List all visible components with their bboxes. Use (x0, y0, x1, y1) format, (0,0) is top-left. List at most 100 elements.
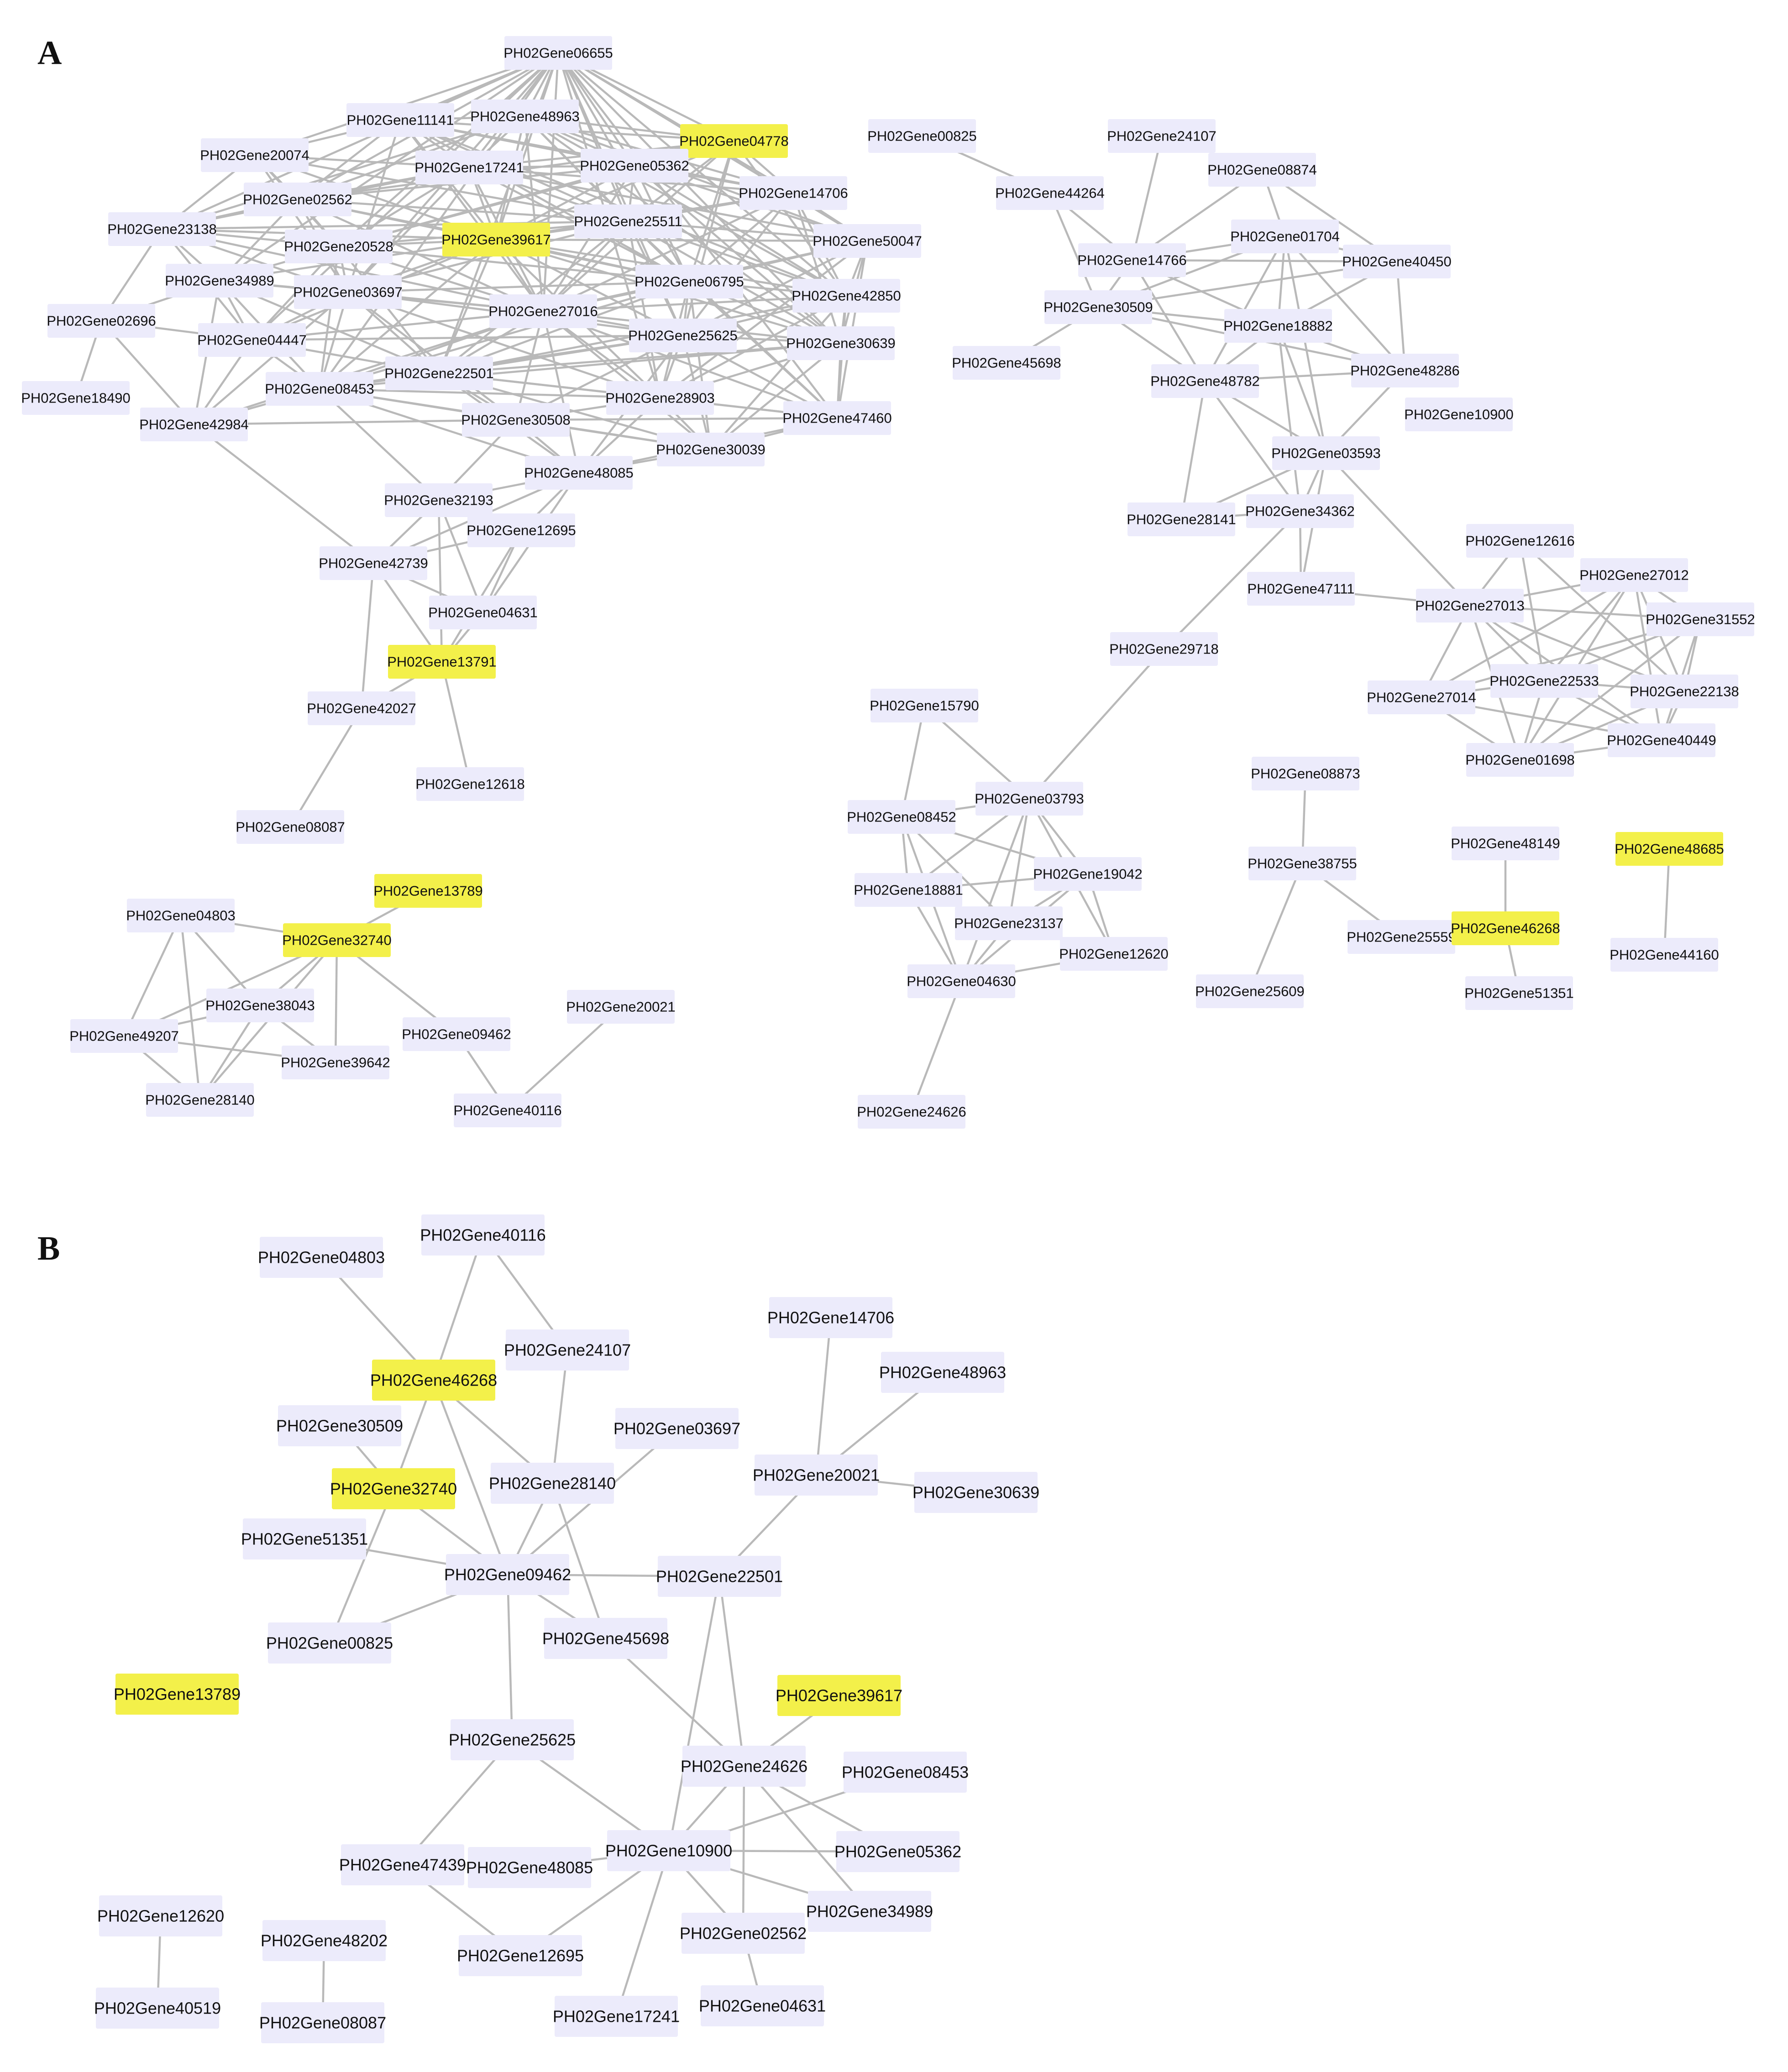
gene-node-a-34362[interactable]: PH02Gene34362 (1245, 494, 1355, 528)
gene-node-a-42739[interactable]: PH02Gene42739 (319, 546, 428, 580)
gene-node-a-28141[interactable]: PH02Gene28141 (1127, 502, 1236, 536)
gene-node-a-24626[interactable]: PH02Gene24626 (857, 1095, 966, 1129)
gene-node-a-01704[interactable]: PH02Gene01704 (1230, 220, 1340, 253)
gene-node-b-14706[interactable]: PH02Gene14706 (767, 1297, 894, 1338)
gene-node-a-27013[interactable]: PH02Gene27013 (1415, 589, 1525, 623)
gene-node-a-08087[interactable]: PH02Gene08087 (236, 810, 345, 844)
gene-node-a-20528[interactable]: PH02Gene20528 (284, 230, 393, 263)
gene-node-a-30508[interactable]: PH02Gene30508 (461, 403, 571, 437)
gene-node-a-15790[interactable]: PH02Gene15790 (870, 689, 979, 722)
gene-node-b-24626[interactable]: PH02Gene24626 (681, 1746, 807, 1787)
gene-node-a-23137[interactable]: PH02Gene23137 (954, 906, 1064, 940)
gene-node-b-04631[interactable]: PH02Gene04631 (699, 1985, 826, 2026)
gene-node-b-03697[interactable]: PH02Gene03697 (613, 1408, 740, 1449)
gene-node-a-22138[interactable]: PH02Gene22138 (1630, 675, 1739, 708)
gene-node-a-18882[interactable]: PH02Gene18882 (1223, 309, 1333, 343)
gene-node-a-40449[interactable]: PH02Gene40449 (1607, 723, 1716, 757)
gene-node-a-08873[interactable]: PH02Gene08873 (1251, 757, 1360, 790)
gene-node-a-47111[interactable]: PH02Gene47111 (1247, 572, 1355, 606)
gene-node-a-40450[interactable]: PH02Gene40450 (1342, 245, 1452, 278)
gene-node-b-48202[interactable]: PH02Gene48202 (261, 1920, 388, 1961)
gene-node-a-49207[interactable]: PH02Gene49207 (69, 1019, 179, 1053)
gene-node-b-12620[interactable]: PH02Gene12620 (97, 1895, 224, 1936)
gene-node-a-03593[interactable]: PH02Gene03593 (1271, 436, 1381, 470)
gene-node-a-38043[interactable]: PH02Gene38043 (205, 989, 315, 1022)
gene-node-a-25559[interactable]: PH02Gene25559 (1347, 920, 1456, 954)
gene-node-a-25625[interactable]: PH02Gene25625 (628, 319, 738, 352)
gene-node-a-10900[interactable]: PH02Gene10900 (1404, 398, 1514, 431)
gene-node-a-09462[interactable]: PH02Gene09462 (402, 1017, 511, 1051)
gene-node-b-20021[interactable]: PH02Gene20021 (753, 1455, 880, 1496)
gene-node-a-30639[interactable]: PH02Gene30639 (786, 326, 896, 360)
gene-node-a-20074[interactable]: PH02Gene20074 (200, 138, 309, 172)
gene-node-a-12620[interactable]: PH02Gene12620 (1059, 937, 1169, 971)
gene-node-a-42984[interactable]: PH02Gene42984 (139, 408, 249, 441)
gene-node-a-14706[interactable]: PH02Gene14706 (739, 176, 848, 210)
gene-node-b-22501[interactable]: PH02Gene22501 (656, 1556, 783, 1597)
gene-node-b-48963[interactable]: PH02Gene48963 (879, 1352, 1006, 1393)
gene-node-a-06655[interactable]: PH02Gene06655 (503, 36, 613, 70)
gene-node-a-04447[interactable]: PH02Gene04447 (197, 323, 307, 357)
gene-node-a-04778[interactable]: PH02Gene04778 (679, 124, 789, 158)
gene-node-b-34989[interactable]: PH02Gene34989 (806, 1891, 933, 1932)
gene-node-b-09462[interactable]: PH02Gene09462 (444, 1554, 571, 1595)
gene-node-a-48685[interactable]: PH02Gene48685 (1615, 832, 1724, 866)
gene-node-a-04803[interactable]: PH02Gene04803 (126, 899, 236, 932)
gene-node-a-27016[interactable]: PH02Gene27016 (488, 294, 598, 328)
gene-node-a-38755[interactable]: PH02Gene38755 (1248, 847, 1357, 880)
gene-node-b-24107[interactable]: PH02Gene24107 (504, 1329, 631, 1371)
gene-node-a-45698[interactable]: PH02Gene45698 (952, 346, 1061, 380)
gene-node-a-18490[interactable]: PH02Gene18490 (21, 381, 131, 415)
gene-node-a-39617[interactable]: PH02Gene39617 (441, 223, 551, 256)
gene-node-b-05362[interactable]: PH02Gene05362 (834, 1831, 961, 1872)
gene-node-a-30039[interactable]: PH02Gene30039 (656, 433, 766, 466)
gene-node-a-48085[interactable]: PH02Gene48085 (524, 456, 634, 490)
gene-node-a-04630[interactable]: PH02Gene04630 (907, 964, 1016, 998)
gene-node-a-48286[interactable]: PH02Gene48286 (1350, 354, 1460, 387)
gene-node-a-08874[interactable]: PH02Gene08874 (1207, 153, 1317, 187)
gene-node-b-48085[interactable]: PH02Gene48085 (466, 1847, 593, 1888)
gene-node-b-45698[interactable]: PH02Gene45698 (542, 1618, 669, 1659)
gene-node-b-40116[interactable]: PH02Gene40116 (420, 1214, 546, 1256)
gene-node-a-27012[interactable]: PH02Gene27012 (1579, 558, 1689, 592)
gene-node-a-11141[interactable]: PH02Gene11141 (346, 103, 454, 137)
gene-node-a-28903[interactable]: PH02Gene28903 (605, 381, 715, 415)
gene-node-a-08453[interactable]: PH02Gene08453 (265, 372, 374, 406)
gene-node-b-47439[interactable]: PH02Gene47439 (339, 1844, 466, 1885)
gene-node-b-30509[interactable]: PH02Gene30509 (276, 1405, 403, 1446)
gene-node-a-13789[interactable]: PH02Gene13789 (373, 874, 483, 908)
gene-node-a-44160[interactable]: PH02Gene44160 (1610, 938, 1719, 972)
gene-node-a-19042[interactable]: PH02Gene19042 (1033, 857, 1143, 891)
gene-node-b-17241[interactable]: PH02Gene17241 (553, 1996, 680, 2037)
gene-node-b-13789[interactable]: PH02Gene13789 (114, 1674, 241, 1715)
gene-node-b-51351[interactable]: PH02Gene51351 (241, 1518, 368, 1559)
gene-node-a-29718[interactable]: PH02Gene29718 (1109, 632, 1219, 666)
gene-node-b-30639[interactable]: PH02Gene30639 (912, 1472, 1039, 1513)
gene-node-a-48149[interactable]: PH02Gene48149 (1451, 827, 1560, 860)
gene-node-b-46268[interactable]: PH02Gene46268 (370, 1360, 497, 1401)
gene-node-a-01698[interactable]: PH02Gene01698 (1465, 743, 1575, 777)
gene-node-b-39617[interactable]: PH02Gene39617 (776, 1675, 902, 1716)
gene-node-a-44264[interactable]: PH02Gene44264 (995, 176, 1105, 210)
gene-node-b-32740[interactable]: PH02Gene32740 (330, 1468, 457, 1509)
gene-node-a-17241[interactable]: PH02Gene17241 (414, 151, 524, 184)
gene-node-a-12695[interactable]: PH02Gene12695 (467, 513, 576, 547)
gene-node-a-08452[interactable]: PH02Gene08452 (847, 800, 956, 834)
gene-node-b-12695[interactable]: PH02Gene12695 (457, 1935, 584, 1976)
gene-node-a-03793[interactable]: PH02Gene03793 (975, 782, 1084, 816)
gene-node-a-12618[interactable]: PH02Gene12618 (415, 767, 525, 801)
gene-node-a-31552[interactable]: PH02Gene31552 (1646, 602, 1755, 636)
gene-node-a-42027[interactable]: PH02Gene42027 (307, 691, 416, 725)
gene-node-a-30509[interactable]: PH02Gene30509 (1043, 290, 1153, 324)
gene-node-a-22533[interactable]: PH02Gene22533 (1489, 664, 1599, 698)
gene-node-a-48782[interactable]: PH02Gene48782 (1150, 364, 1260, 398)
gene-node-a-24107[interactable]: PH02Gene24107 (1107, 119, 1216, 153)
gene-node-a-25609[interactable]: PH02Gene25609 (1195, 974, 1305, 1008)
gene-node-a-39642[interactable]: PH02Gene39642 (281, 1046, 390, 1079)
gene-node-b-08453[interactable]: PH02Gene08453 (842, 1752, 969, 1793)
gene-node-a-40116[interactable]: PH02Gene40116 (453, 1094, 562, 1127)
gene-node-a-05362[interactable]: PH02Gene05362 (580, 149, 689, 183)
gene-node-b-08087[interactable]: PH02Gene08087 (259, 2002, 386, 2043)
gene-node-a-32740[interactable]: PH02Gene32740 (282, 923, 392, 957)
gene-node-a-25511[interactable]: PH02Gene25511 (574, 204, 682, 238)
